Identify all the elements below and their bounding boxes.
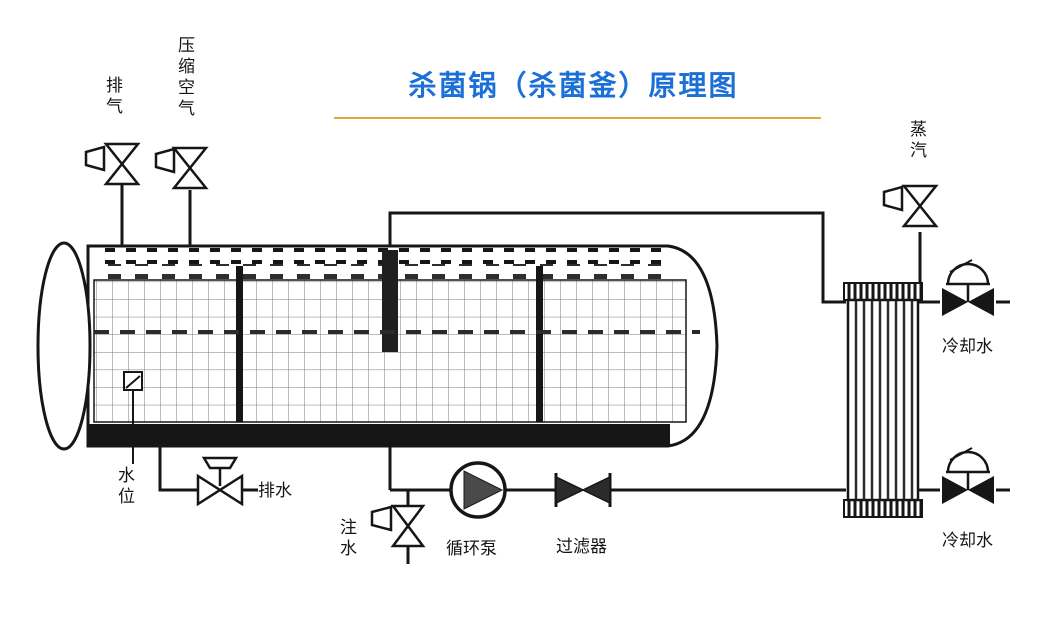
cooling-water-top-valve-symbol — [942, 259, 994, 316]
circulation-pump-label: 循环泵 — [446, 539, 497, 558]
filter-label: 过滤器 — [556, 537, 607, 556]
retort-vessel — [36, 241, 719, 451]
page-title: 杀菌锅（杀菌釜）原理图 — [408, 70, 739, 101]
steam-label: 蒸汽 — [907, 120, 926, 162]
exhaust-label: 排气 — [103, 76, 122, 118]
steam-valve-symbol — [882, 184, 939, 228]
water-level-label: 水位 — [115, 466, 134, 508]
vessel-left-endcap — [36, 241, 92, 451]
drain-label: 排水 — [258, 481, 292, 500]
circulation-pump-symbol — [449, 461, 507, 519]
vessel-bottom-rail — [88, 424, 670, 446]
basket-divider-right — [536, 266, 543, 422]
heat-exchanger-bottom-flange — [843, 499, 923, 518]
spray-header — [382, 250, 398, 352]
heat-exchanger-top-flange — [843, 282, 923, 301]
heat-exchanger-symbol — [843, 282, 923, 518]
cooling-water-top-label: 冷却水 — [942, 337, 993, 356]
filter-symbol — [554, 473, 612, 507]
drain-valve-symbol — [196, 456, 244, 507]
water-inlet-valve-symbol — [370, 504, 426, 548]
compressed-air-valve-symbol — [154, 146, 209, 190]
cooling-water-bottom-label: 冷却水 — [942, 531, 993, 550]
water-inlet-label: 注水 — [337, 518, 356, 560]
basket-divider-left — [236, 266, 243, 422]
cooling-water-bottom-valve-symbol — [942, 447, 994, 504]
exhaust-valve-symbol — [84, 142, 141, 186]
compressed-air-label: 压缩空气 — [175, 36, 194, 120]
water-level-gauge-symbol — [123, 371, 143, 464]
piping — [120, 184, 1010, 564]
title-underline — [334, 117, 821, 119]
